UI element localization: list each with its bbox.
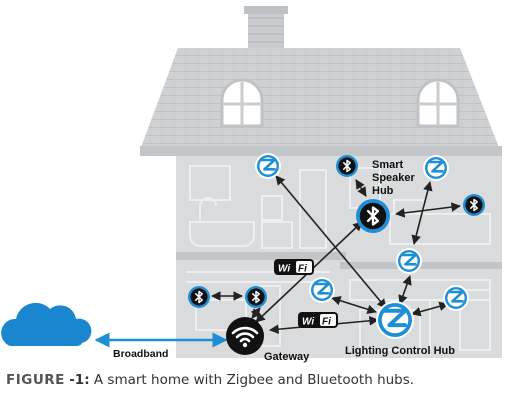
broadband-label: Broadband	[113, 348, 168, 360]
attic-window-left	[220, 78, 264, 128]
svg-text:Wi: Wi	[278, 264, 290, 275]
svg-text:Fi: Fi	[322, 317, 331, 328]
lighting-control-hub-label: Lighting Control Hub	[345, 345, 455, 357]
zigbee-icon	[309, 277, 335, 303]
figure-caption: FIGURE -1: A smart home with Zigbee and …	[6, 372, 516, 394]
bluetooth-icon	[463, 194, 485, 216]
smart-speaker-hub-label: Smart Speaker Hub	[372, 159, 418, 197]
bluetooth-icon	[245, 286, 267, 308]
svg-text:Fi: Fi	[298, 264, 307, 275]
wifi-router-icon	[226, 317, 264, 355]
zigbee-icon	[443, 285, 469, 311]
wifi-badge: Wi Fi	[274, 259, 314, 275]
internet-cloud-icon	[1, 302, 92, 346]
zigbee-icon	[376, 301, 414, 339]
svg-text:Wi: Wi	[302, 317, 314, 328]
zigbee-icon	[396, 248, 422, 274]
chimney	[248, 10, 284, 52]
zigbee-icon	[255, 153, 281, 179]
bluetooth-icon	[188, 286, 210, 308]
device-nodes	[188, 153, 485, 339]
caption-number: -1:	[69, 372, 90, 388]
bluetooth-icon	[356, 199, 390, 233]
caption-text: A smart home with Zigbee and Bluetooth h…	[89, 372, 415, 388]
gateway-label: Gateway	[264, 351, 310, 363]
attic-window-right	[416, 78, 460, 128]
caption-prefix: FIGURE	[6, 372, 65, 388]
wifi-badge: Wi Fi	[298, 312, 338, 328]
zigbee-icon	[423, 155, 449, 181]
bluetooth-icon	[336, 155, 358, 177]
